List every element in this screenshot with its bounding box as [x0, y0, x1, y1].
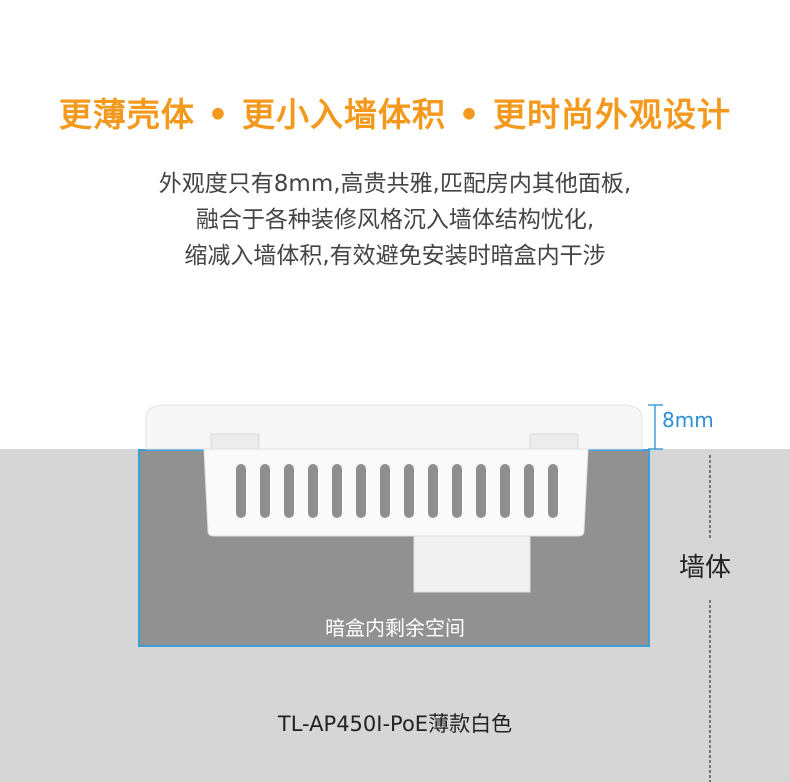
thickness-label: 8mm [662, 408, 714, 432]
vent-slot [428, 464, 438, 518]
vent-slot [476, 464, 486, 518]
vent-slots [236, 464, 558, 518]
vent-slot [500, 464, 510, 518]
vent-slot [236, 464, 246, 518]
description-line-1: 外观度只有8mm,高贵共雅,匹配房内其他面板, [158, 171, 632, 197]
vent-slot [452, 464, 462, 518]
dimension-bracket [648, 404, 663, 450]
device-faceplate [145, 404, 643, 450]
device-back-housing [203, 448, 589, 537]
mount-clip-right [529, 433, 579, 450]
description-line-3: 缩减入墙体积,有效避免安装时暗盒内干涉 [184, 243, 606, 269]
model-caption: TL-AP450I-PoE薄款白色 [277, 712, 513, 736]
vent-slot [548, 464, 558, 518]
vent-slot [380, 464, 390, 518]
description-line-2: 融合于各种装修风格沉入墙体结构忧化, [195, 207, 595, 233]
vent-slot [356, 464, 366, 518]
ethernet-module [413, 535, 531, 593]
vent-slot [284, 464, 294, 518]
vent-slot [332, 464, 342, 518]
vent-slot [404, 464, 414, 518]
vent-slot [260, 464, 270, 518]
wall-label: 墙体 [679, 553, 732, 583]
vent-slot [308, 464, 318, 518]
vent-slot [524, 464, 534, 518]
description: 外观度只有8mm,高贵共雅,匹配房内其他面板, 融合于各种装修风格沉入墙体结构忧… [0, 166, 790, 274]
mount-clip-left [210, 433, 260, 450]
headline: 更薄壳体 • 更小入墙体积 • 更时尚外观设计 [58, 95, 732, 134]
junction-box-label: 暗盒内剩余空间 [325, 616, 465, 640]
